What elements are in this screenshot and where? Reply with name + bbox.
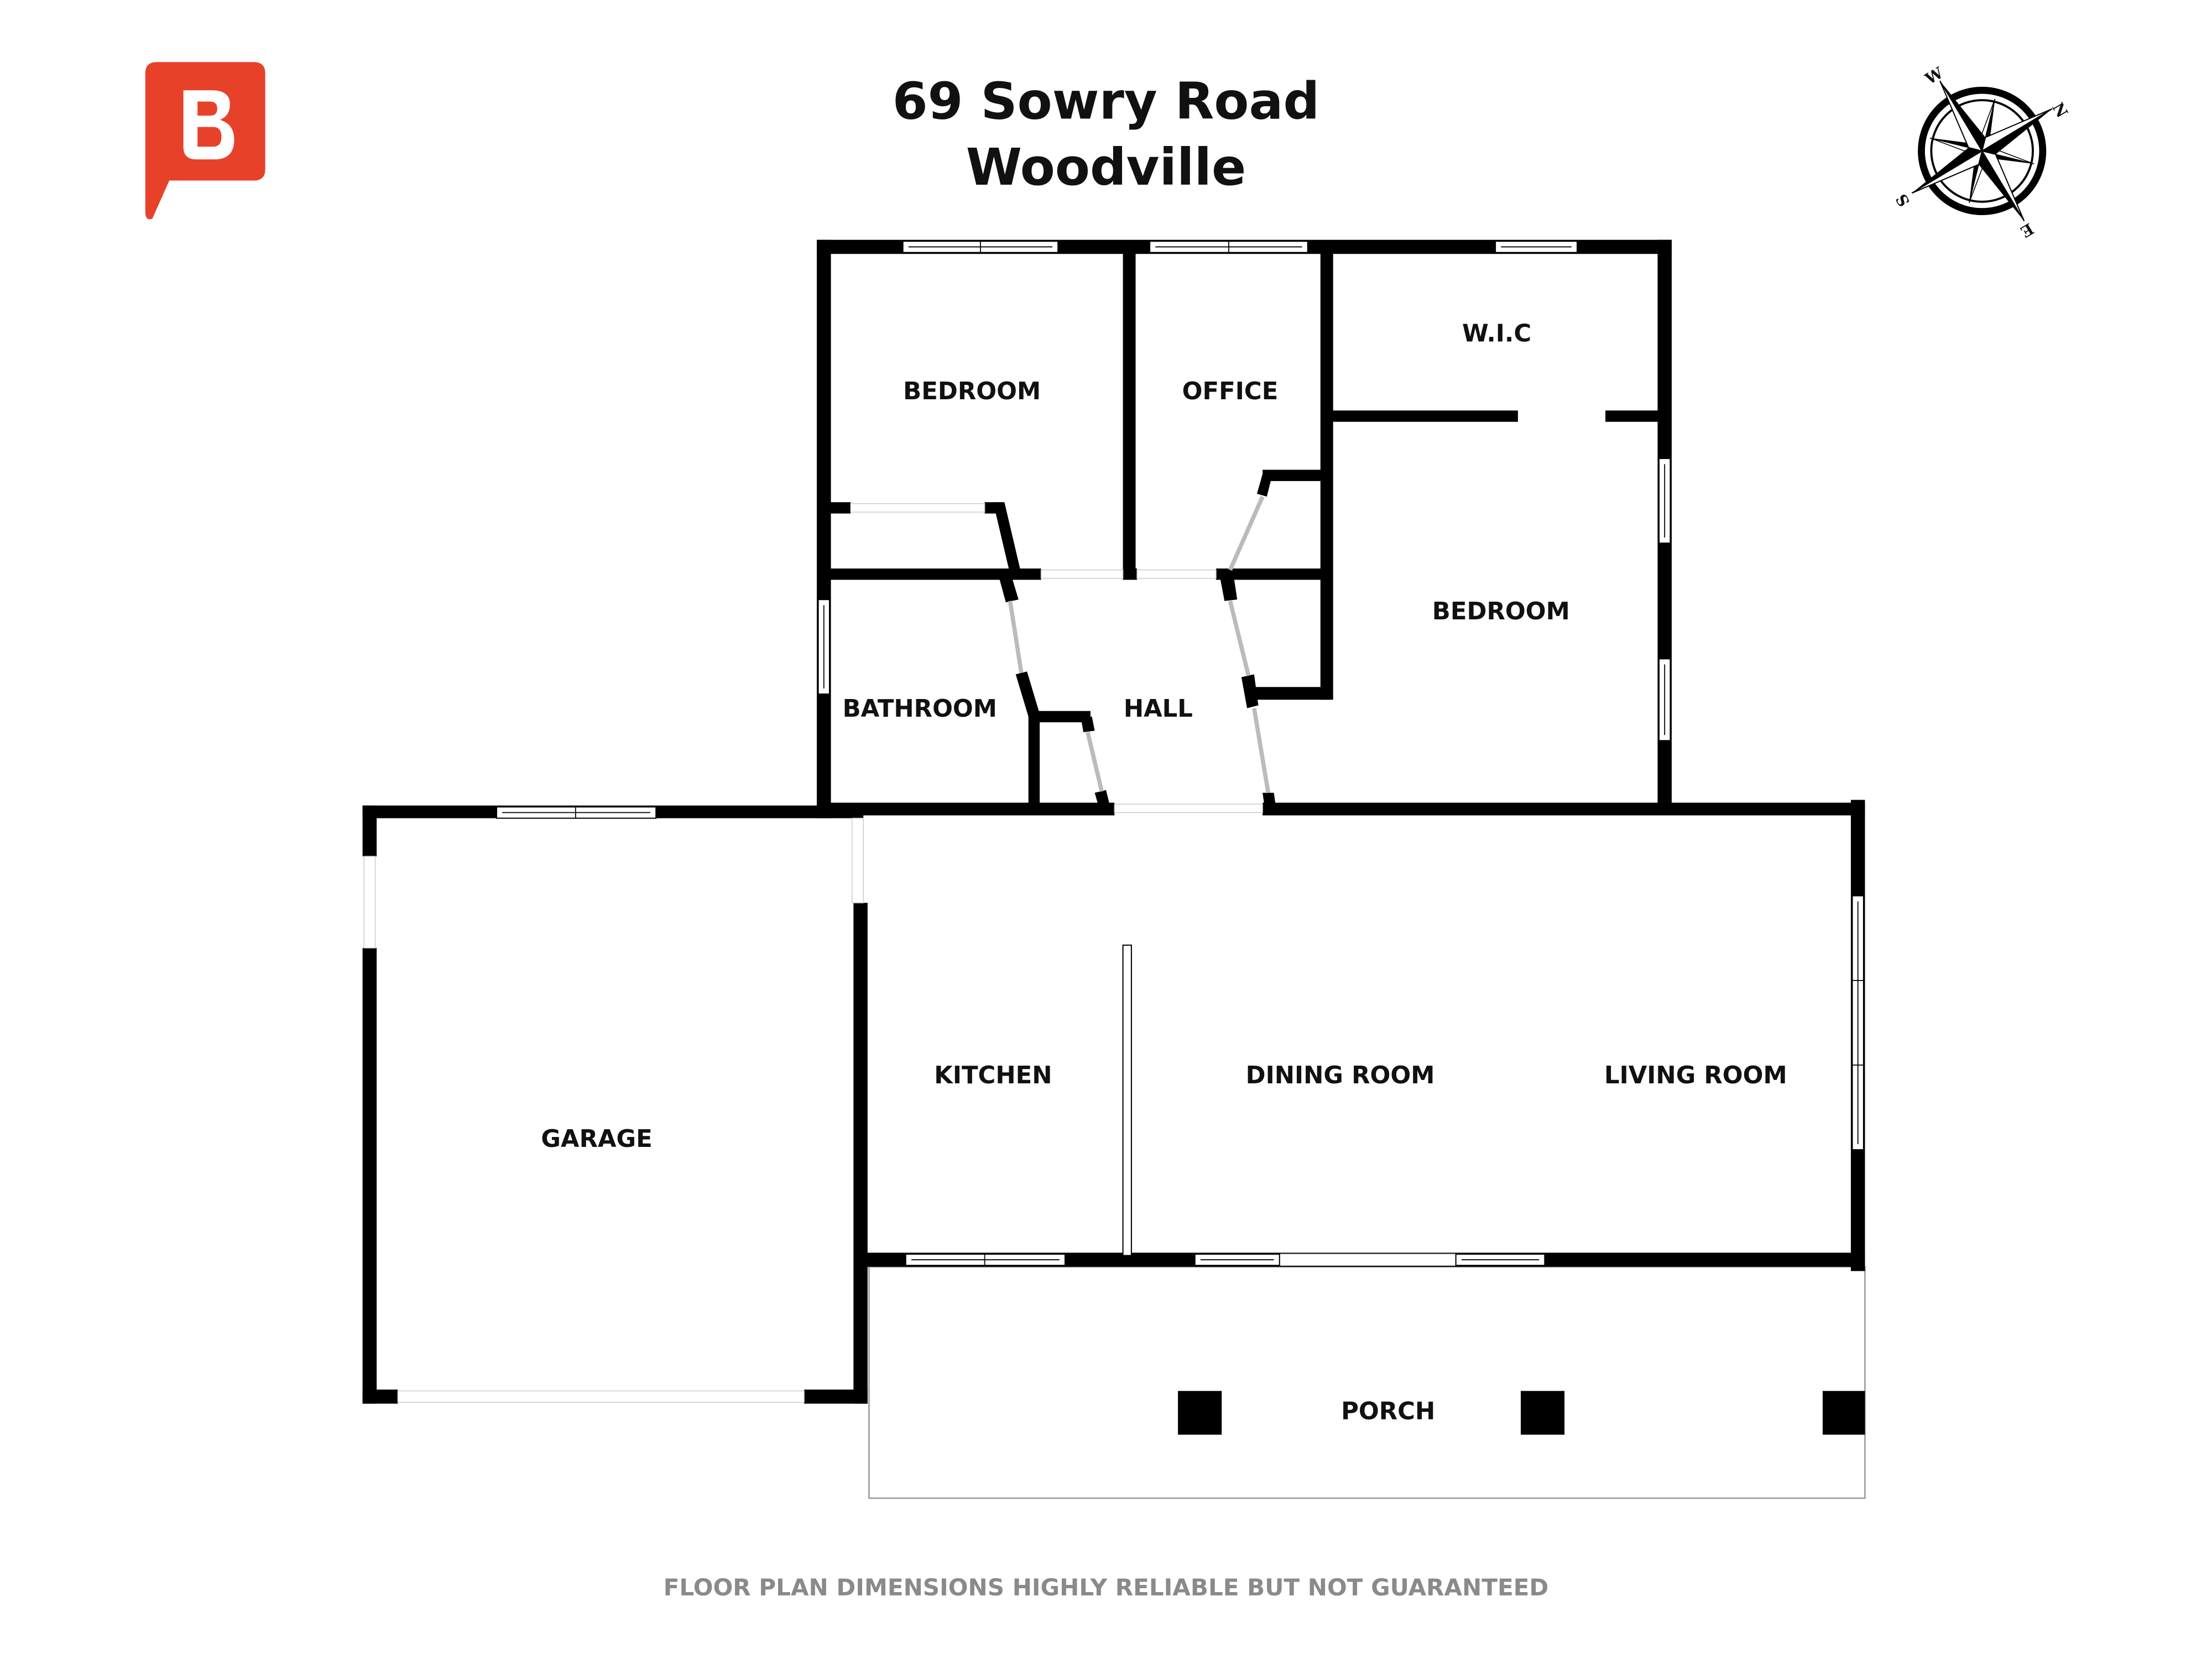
window — [495, 806, 657, 819]
room-label-kitchen: KITCHEN — [934, 1062, 1052, 1089]
room-label-garage: GARAGE — [541, 1125, 652, 1153]
room-label-wic: W.I.C — [1462, 320, 1531, 347]
windows — [495, 241, 1864, 1266]
suburb-line: Woodville — [966, 138, 1246, 197]
window — [905, 1253, 1066, 1266]
window — [1495, 241, 1578, 253]
walls — [362, 239, 1865, 1404]
porch-post — [1822, 1391, 1865, 1435]
window — [1658, 658, 1671, 742]
window — [1658, 458, 1671, 544]
compass-n: N — [2048, 100, 2071, 121]
room-label-living-room: LIVING ROOM — [1604, 1062, 1787, 1089]
kitchen-divider — [1122, 945, 1132, 1256]
room-label-office: OFFICE — [1182, 378, 1279, 405]
window — [1455, 1253, 1546, 1266]
room-label-dining-room: DINING ROOM — [1246, 1062, 1435, 1089]
window — [1851, 895, 1864, 1151]
window — [1149, 241, 1308, 253]
address-line: 69 Sowry Road — [893, 71, 1319, 131]
room-label-hall: HALL — [1124, 695, 1193, 723]
window — [902, 241, 1059, 253]
porch-post — [1521, 1391, 1565, 1435]
room-label-bathroom: BATHROOM — [843, 695, 997, 723]
compass-s: S — [1892, 191, 1913, 210]
porch-outline — [868, 1266, 1866, 1499]
brand-logo — [145, 62, 265, 220]
room-label-porch: PORCH — [1341, 1397, 1435, 1425]
compass-e: E — [2017, 220, 2037, 241]
room-label-master-bedroom: BEDROOM — [1432, 598, 1570, 625]
window — [817, 599, 831, 695]
porch-post — [1178, 1391, 1222, 1435]
window — [1194, 1253, 1280, 1266]
disclaimer: FLOOR PLAN DIMENSIONS HIGHLY RELIABLE BU… — [664, 1574, 1549, 1601]
compass-rose-icon: N E S W — [1892, 64, 2071, 241]
room-label-bedroom: BEDROOM — [903, 378, 1041, 405]
doorways — [363, 495, 1457, 1403]
